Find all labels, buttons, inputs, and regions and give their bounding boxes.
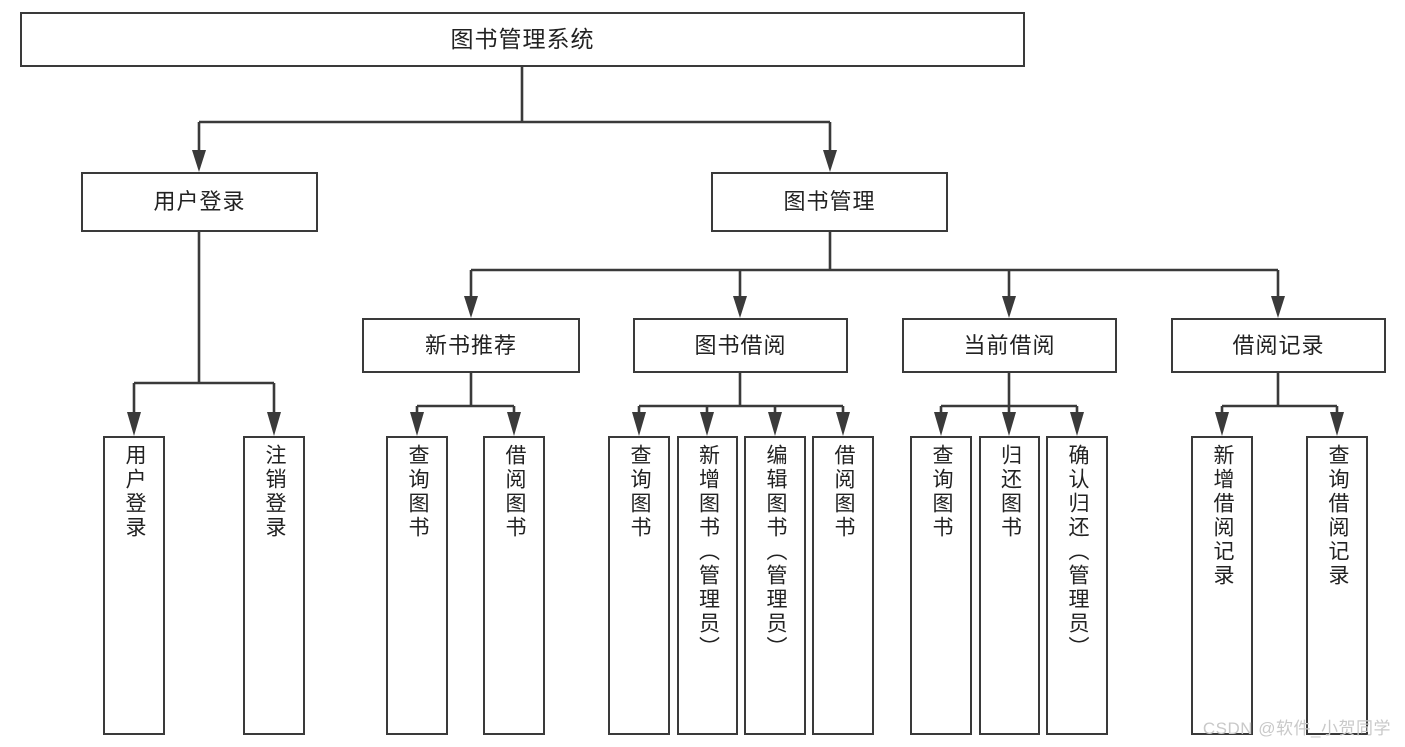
leaf-current-borrow-return[interactable]: 归还图书 [979, 436, 1040, 735]
leaf-book-borrow-query[interactable]: 查询图书 [608, 436, 670, 735]
node-label: 查询图书 [406, 444, 430, 540]
node-label: 查询借阅记录 [1326, 444, 1350, 588]
leaf-book-borrow-borrow[interactable]: 借阅图书 [812, 436, 874, 735]
node-label: 图书管理 [783, 189, 876, 215]
node-current-borrow[interactable]: 当前借阅 [902, 318, 1117, 373]
leaf-book-borrow-edit[interactable]: 编辑图书（管理员） [744, 436, 806, 735]
node-label: 查询图书 [628, 444, 652, 540]
node-user-login[interactable]: 用户登录 [81, 172, 318, 232]
node-label: 新增图书（管理员） [696, 444, 720, 660]
node-label: 查询图书 [930, 444, 954, 540]
leaf-new-book-query[interactable]: 查询图书 [386, 436, 448, 735]
node-label: 用户登录 [123, 444, 147, 540]
node-new-book-recommend[interactable]: 新书推荐 [362, 318, 580, 373]
leaf-current-borrow-query[interactable]: 查询图书 [910, 436, 972, 735]
node-label: 确认归还（管理员） [1066, 444, 1090, 660]
node-label: 借阅记录 [1232, 332, 1325, 358]
leaf-borrow-record-query[interactable]: 查询借阅记录 [1306, 436, 1368, 735]
leaf-borrow-record-add[interactable]: 新增借阅记录 [1191, 436, 1253, 735]
node-borrow-record[interactable]: 借阅记录 [1171, 318, 1386, 373]
node-label: 归还图书 [998, 444, 1022, 540]
leaf-user-login-login[interactable]: 用户登录 [103, 436, 165, 735]
node-label: 新增借阅记录 [1211, 444, 1235, 588]
node-label: 图书管理系统 [450, 26, 595, 53]
node-label: 编辑图书（管理员） [764, 444, 788, 660]
leaf-new-book-borrow[interactable]: 借阅图书 [483, 436, 545, 735]
node-book-borrow[interactable]: 图书借阅 [633, 318, 848, 373]
node-label: 图书借阅 [694, 332, 787, 358]
node-book-management[interactable]: 图书管理 [711, 172, 948, 232]
csdn-watermark: CSDN @软件_小贺同学 [1202, 719, 1391, 738]
leaf-user-login-logout[interactable]: 注销登录 [243, 436, 305, 735]
node-label: 新书推荐 [424, 332, 517, 358]
node-label: 注销登录 [263, 444, 287, 540]
leaf-current-borrow-confirm-return[interactable]: 确认归还（管理员） [1046, 436, 1108, 735]
node-label: 借阅图书 [503, 444, 527, 540]
leaf-book-borrow-add[interactable]: 新增图书（管理员） [677, 436, 738, 735]
node-label: 当前借阅 [963, 332, 1056, 358]
node-root-book-management-system[interactable]: 图书管理系统 [20, 12, 1025, 67]
node-label: 用户登录 [153, 189, 246, 215]
node-label: 借阅图书 [832, 444, 856, 540]
